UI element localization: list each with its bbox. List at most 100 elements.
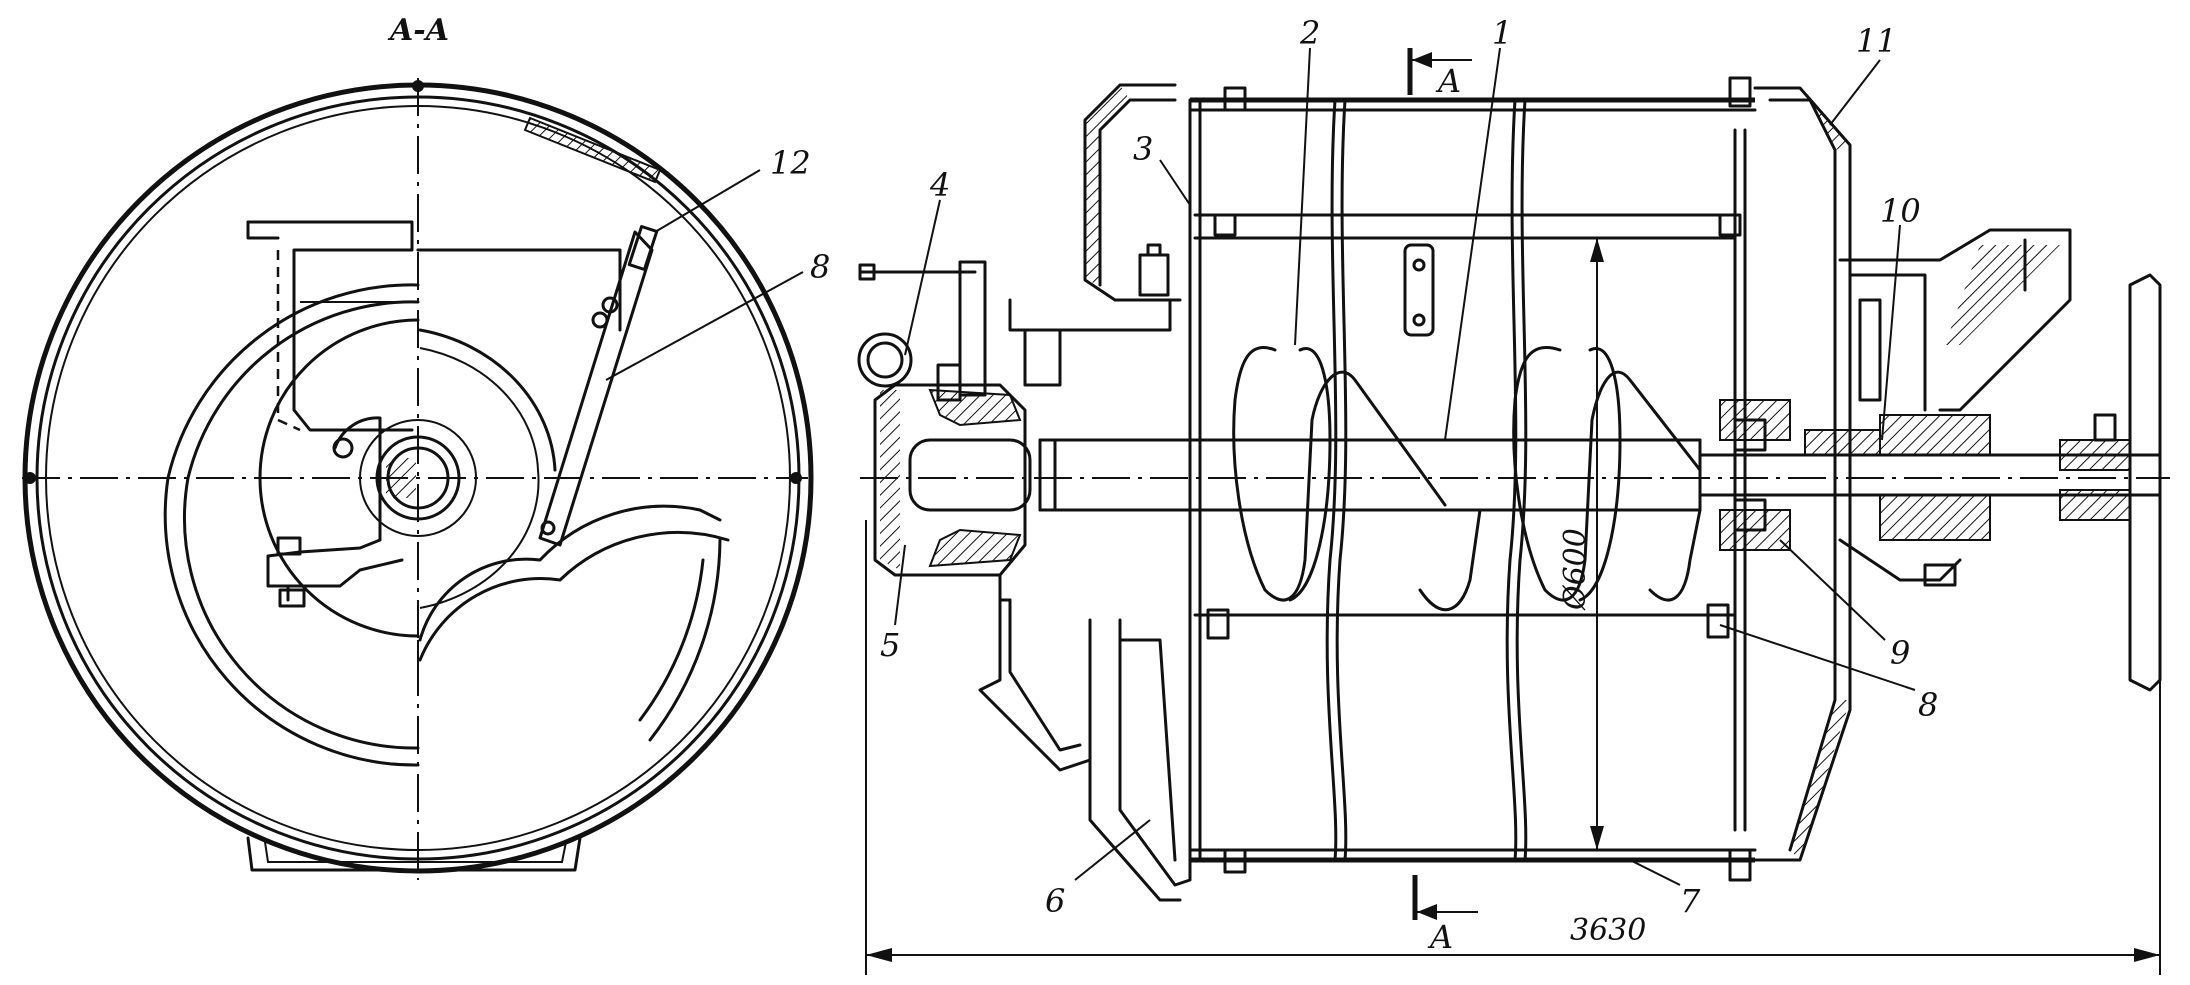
leader-2 <box>1294 47 1311 346</box>
drum-bolt <box>1213 213 1237 237</box>
leader-12 <box>654 169 761 233</box>
feed-hopper-hidden-line <box>276 250 301 432</box>
hub-circle <box>359 419 477 537</box>
scraper-bolt-1 <box>601 296 619 314</box>
lever-stem <box>958 260 987 397</box>
spiral-right-curve-2 <box>418 530 730 662</box>
spiral-arc-1 <box>183 300 420 750</box>
sprocket-hub-top <box>2059 439 2131 471</box>
right-bearing-block-bottom <box>1879 494 1991 541</box>
drum-bolt <box>1728 76 1752 108</box>
left-housing-neck <box>1023 328 1062 387</box>
left-housing-foot <box>998 573 1012 602</box>
slot-plate-hole-1 <box>1412 258 1426 272</box>
callout-12: 12 <box>770 144 811 182</box>
spiral-right-outer <box>648 538 722 742</box>
slot-plate-hole-2 <box>1412 313 1426 327</box>
outlet-chute-inner <box>1118 638 1177 862</box>
leader-7 <box>1629 859 1681 886</box>
outlet-chute-outer <box>1088 618 1182 902</box>
callout-10: 10 <box>1880 192 1921 230</box>
section-arrow-top <box>1412 52 1432 68</box>
outlet-chute-side-inner <box>1008 598 1082 752</box>
screw-flight-3 <box>1512 346 1702 602</box>
screw-flight-5 <box>1418 508 1482 612</box>
section-mark-bottom: A <box>1427 918 1453 956</box>
drum-bolt <box>1718 213 1742 237</box>
centerline-end-dot-right <box>790 472 802 484</box>
discharge-hopper-inner <box>1848 273 1927 412</box>
drum-bolt <box>1728 848 1752 882</box>
left-bearing-housing <box>873 383 1027 577</box>
lever-end <box>858 263 876 281</box>
leader-3 <box>1159 159 1191 206</box>
callout-1: 1 <box>1492 14 1512 52</box>
leader-8-left <box>605 271 804 381</box>
screw-flight-4 <box>1578 347 1622 602</box>
shaft-outer-circle <box>375 435 461 521</box>
drum-bolt <box>1223 848 1247 874</box>
diameter-arrow-top <box>1590 238 1604 262</box>
callout-4: 4 <box>929 166 950 204</box>
length-arrow-left <box>866 948 892 962</box>
callout-6: 6 <box>1045 882 1065 920</box>
diameter-arrow-bottom <box>1590 826 1604 850</box>
leader-4 <box>904 199 941 356</box>
feed-hopper-outline <box>246 220 414 432</box>
left-bearing-inner <box>908 438 1032 512</box>
callout-3: 3 <box>1133 130 1153 168</box>
callout-7: 7 <box>1680 882 1701 920</box>
scraper-bracket <box>627 225 659 271</box>
housing-base-foot <box>246 836 582 872</box>
length-label: 3630 <box>1570 913 1646 948</box>
left-bearing-housing-hatch <box>880 390 900 570</box>
right-inner-arc <box>419 347 540 609</box>
screw-flight-1 <box>1232 346 1447 602</box>
drum-bolts <box>1206 76 1752 882</box>
bracket-nut-top <box>276 536 302 556</box>
spiral-inner-arc <box>258 318 420 638</box>
spiral-right-curve-1 <box>418 504 722 642</box>
slot-plate <box>1403 243 1435 337</box>
scraper-bolt-2 <box>591 311 609 329</box>
leader-11 <box>1829 59 1881 126</box>
left-casing-hatch <box>1085 85 1130 285</box>
outlet-chute <box>1118 618 1192 887</box>
centerline-end-dot-top <box>412 80 424 92</box>
bracket-bolt <box>332 437 354 459</box>
sprocket-bolt <box>2093 413 2117 442</box>
leader-8-right <box>1719 624 1916 691</box>
feed-hopper-lip <box>246 220 280 240</box>
drum-bolt <box>1223 86 1247 112</box>
section-mark-top: A <box>1435 62 1461 100</box>
lever-base <box>936 363 962 402</box>
scraper-bolt-3 <box>540 520 556 536</box>
casing-bolt-3 <box>1138 253 1170 297</box>
section-arrow-bottom <box>1417 904 1437 920</box>
bearing-bracket <box>266 416 404 588</box>
leader-5 <box>894 544 906 626</box>
diameter-label: Ø600 <box>1558 528 1593 611</box>
leader-1 <box>1444 47 1501 441</box>
right-bearing-support <box>1838 538 1962 582</box>
longitudinal-view: Ø600 3630 A A 1 2 3 4 5 6 7 8 <box>857 14 2170 975</box>
right-seal-top-hatch <box>1804 429 1881 456</box>
right-inner-arc-2 <box>418 328 557 472</box>
right-bearing-ball-bottom <box>1733 498 1767 532</box>
leader-9 <box>1779 539 1886 641</box>
callout-8-right: 8 <box>1918 686 1938 724</box>
right-bearing-block-top <box>1879 414 1991 456</box>
handwheel-inner <box>866 341 904 379</box>
section-a-a-view: A-A <box>22 13 830 880</box>
right-support-nut <box>1923 563 1957 587</box>
handwheel-outer <box>857 332 913 388</box>
spiral-right-outer-2 <box>638 558 705 722</box>
scraper-arm <box>538 230 654 547</box>
housing-base-foot-inner <box>264 841 567 863</box>
left-feed-casing-top-inner <box>1098 98 1177 287</box>
section-title: A-A <box>387 13 449 48</box>
screw-flight-6 <box>1648 508 1702 602</box>
screw-flight-2 <box>1288 347 1332 602</box>
leader-10 <box>1881 224 1901 441</box>
callout-8-left: 8 <box>810 248 830 286</box>
